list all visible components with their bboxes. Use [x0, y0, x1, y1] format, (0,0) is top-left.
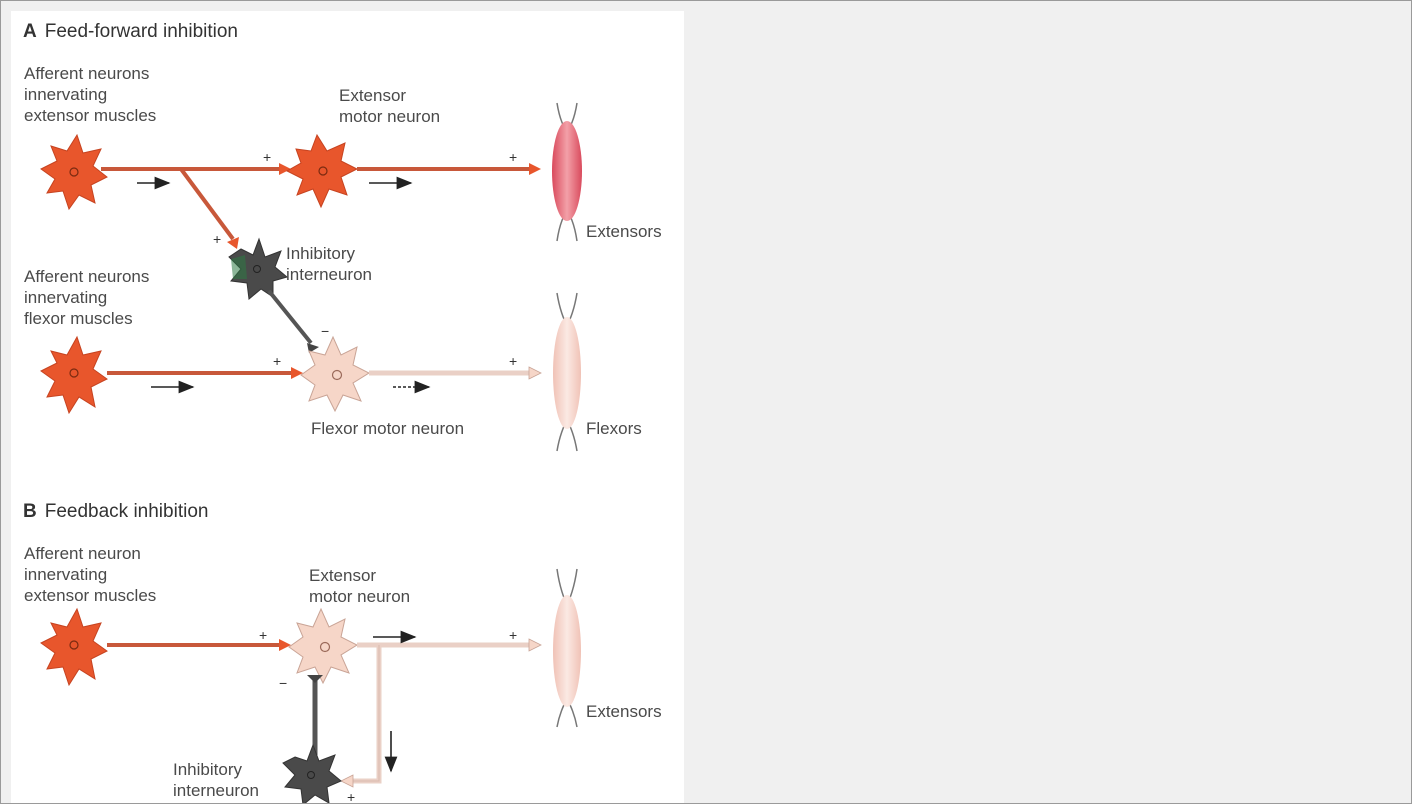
afferent-neuron-b [41, 609, 107, 685]
extensors-label-a: Extensors [586, 221, 662, 242]
inhibitory-interneuron-label-b: Inhibitory interneuron [173, 759, 259, 801]
reflex-circuit-figure: A Feed-forward inhibition Afferent neuron… [11, 11, 684, 804]
circuit-diagram [11, 11, 684, 804]
panel-a-heading: A Feed-forward inhibition [23, 21, 238, 42]
extensors-muscle-b [553, 595, 581, 707]
inhibitory-axon-a [269, 291, 311, 343]
inhibitory-interneuron-b [283, 745, 341, 804]
panel-b-heading: B Feedback inhibition [23, 501, 208, 522]
extensors-label-b: Extensors [586, 701, 662, 722]
inhibitory-interneuron-label-a: Inhibitory interneuron [286, 243, 372, 285]
afferent-flexor-neuron [41, 337, 107, 413]
afferent-extensor-label: Afferent neurons innervating extensor mu… [24, 63, 156, 126]
sign-plus-a3: + [213, 231, 221, 247]
panel-b-letter: B [23, 501, 37, 522]
extensors-muscle-a [552, 121, 582, 221]
afferent-flexor-terminal [291, 367, 303, 379]
sign-plus-a5: + [509, 353, 517, 369]
flexor-motor-terminal [529, 367, 541, 379]
sign-plus-a2: + [509, 149, 517, 165]
recurrent-collateral-terminal-b [341, 775, 353, 787]
extensor-motor-terminal-b [529, 639, 541, 651]
sign-plus-b2: + [509, 627, 517, 643]
extensor-motor-neuron-b [289, 609, 357, 683]
panel-a-letter: A [23, 21, 37, 42]
flexors-label: Flexors [586, 418, 642, 439]
panel-a-title: Feed-forward inhibition [45, 21, 238, 42]
panel-b-title: Feedback inhibition [45, 501, 209, 522]
afferent-neuron-label-b: Afferent neuron innervating extensor mus… [24, 543, 156, 606]
sign-plus-a1: + [263, 149, 271, 165]
afferent-flexor-label: Afferent neurons innervating flexor musc… [24, 266, 149, 329]
afferent-extensor-terminal [279, 163, 291, 175]
recurrent-collateral-b [351, 645, 379, 781]
sign-minus-b: − [279, 675, 287, 691]
flexors-muscle [553, 317, 581, 429]
sign-plus-a4: + [273, 353, 281, 369]
afferent-terminal-b [279, 639, 291, 651]
extensor-motor-neuron-label-b: Extensor motor neuron [309, 565, 410, 607]
sign-plus-b1: + [259, 627, 267, 643]
afferent-extensor-neuron [41, 135, 107, 209]
extensor-motor-neuron-label-a: Extensor motor neuron [339, 85, 440, 127]
afferent-collateral [181, 169, 233, 239]
sign-plus-b3: + [347, 789, 355, 804]
extensor-motor-terminal-a [529, 163, 541, 175]
extensor-motor-neuron-a [287, 135, 357, 207]
sign-minus-a: − [321, 323, 329, 339]
flexor-motor-neuron-label: Flexor motor neuron [311, 418, 464, 439]
